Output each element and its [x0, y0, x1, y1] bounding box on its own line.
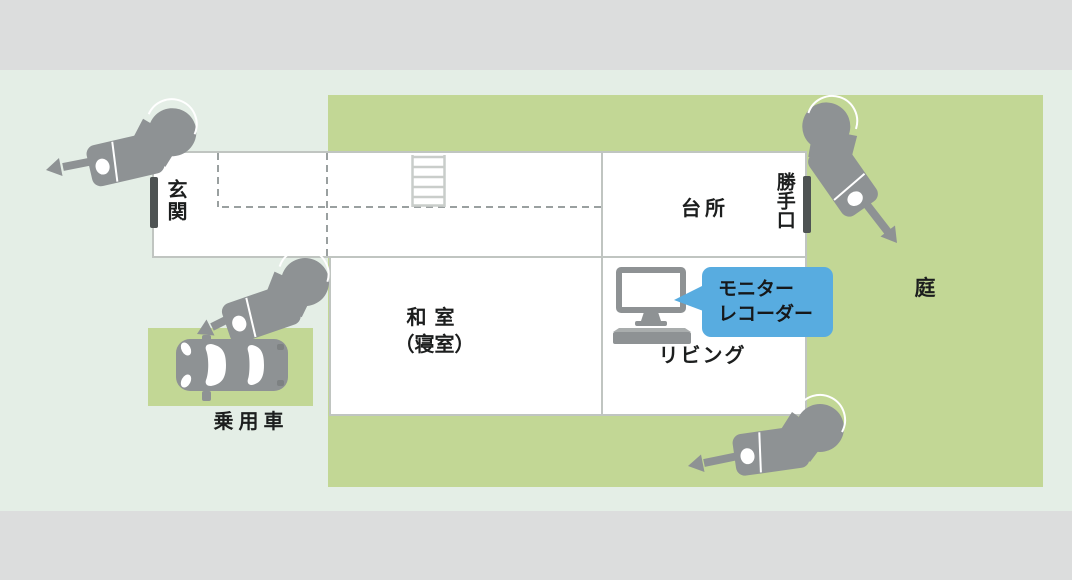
car-label: 乗用車 — [213, 411, 289, 433]
back-door-label: 勝手口 — [773, 172, 795, 229]
back-door-bar — [803, 176, 811, 233]
monitor-recorder-callout: モニター レコーダー — [702, 267, 833, 337]
yard-label: 庭 — [914, 277, 936, 300]
bottom-gray-band — [0, 511, 1072, 580]
security-camera-icon — [802, 94, 878, 217]
japanese-room-line2: （寝室） — [394, 334, 475, 356]
dashed-partition-vertical-1 — [217, 153, 219, 207]
callout-line1: モニター — [718, 279, 795, 300]
callout-line2: レコーダー — [718, 304, 814, 325]
wall-left-lower — [329, 256, 331, 416]
entrance-label: 玄関 — [164, 179, 186, 223]
kitchen-label: 台所 — [681, 198, 729, 220]
japanese-room-line1: 和室 — [406, 307, 463, 329]
monitor-recorder-icon — [613, 267, 691, 344]
wall-mid-vertical — [601, 151, 603, 416]
house-upper-row — [152, 151, 807, 258]
security-camera-icon — [86, 98, 198, 187]
dashed-partition-horizontal — [222, 206, 602, 208]
japanese-room-label: 和室 （寝室） — [352, 305, 517, 359]
top-gray-band — [0, 0, 1072, 70]
wall-mid-horizontal — [152, 256, 807, 258]
security-camera-icon — [221, 248, 330, 344]
car-top-view-icon — [176, 335, 288, 401]
entrance-door-bar — [150, 177, 158, 228]
living-room-label: リビング — [658, 345, 747, 367]
security-camera-icon — [732, 394, 847, 476]
wall-bottom — [329, 414, 807, 416]
dashed-partition-vertical-2 — [326, 153, 328, 256]
wall-top — [152, 151, 807, 153]
